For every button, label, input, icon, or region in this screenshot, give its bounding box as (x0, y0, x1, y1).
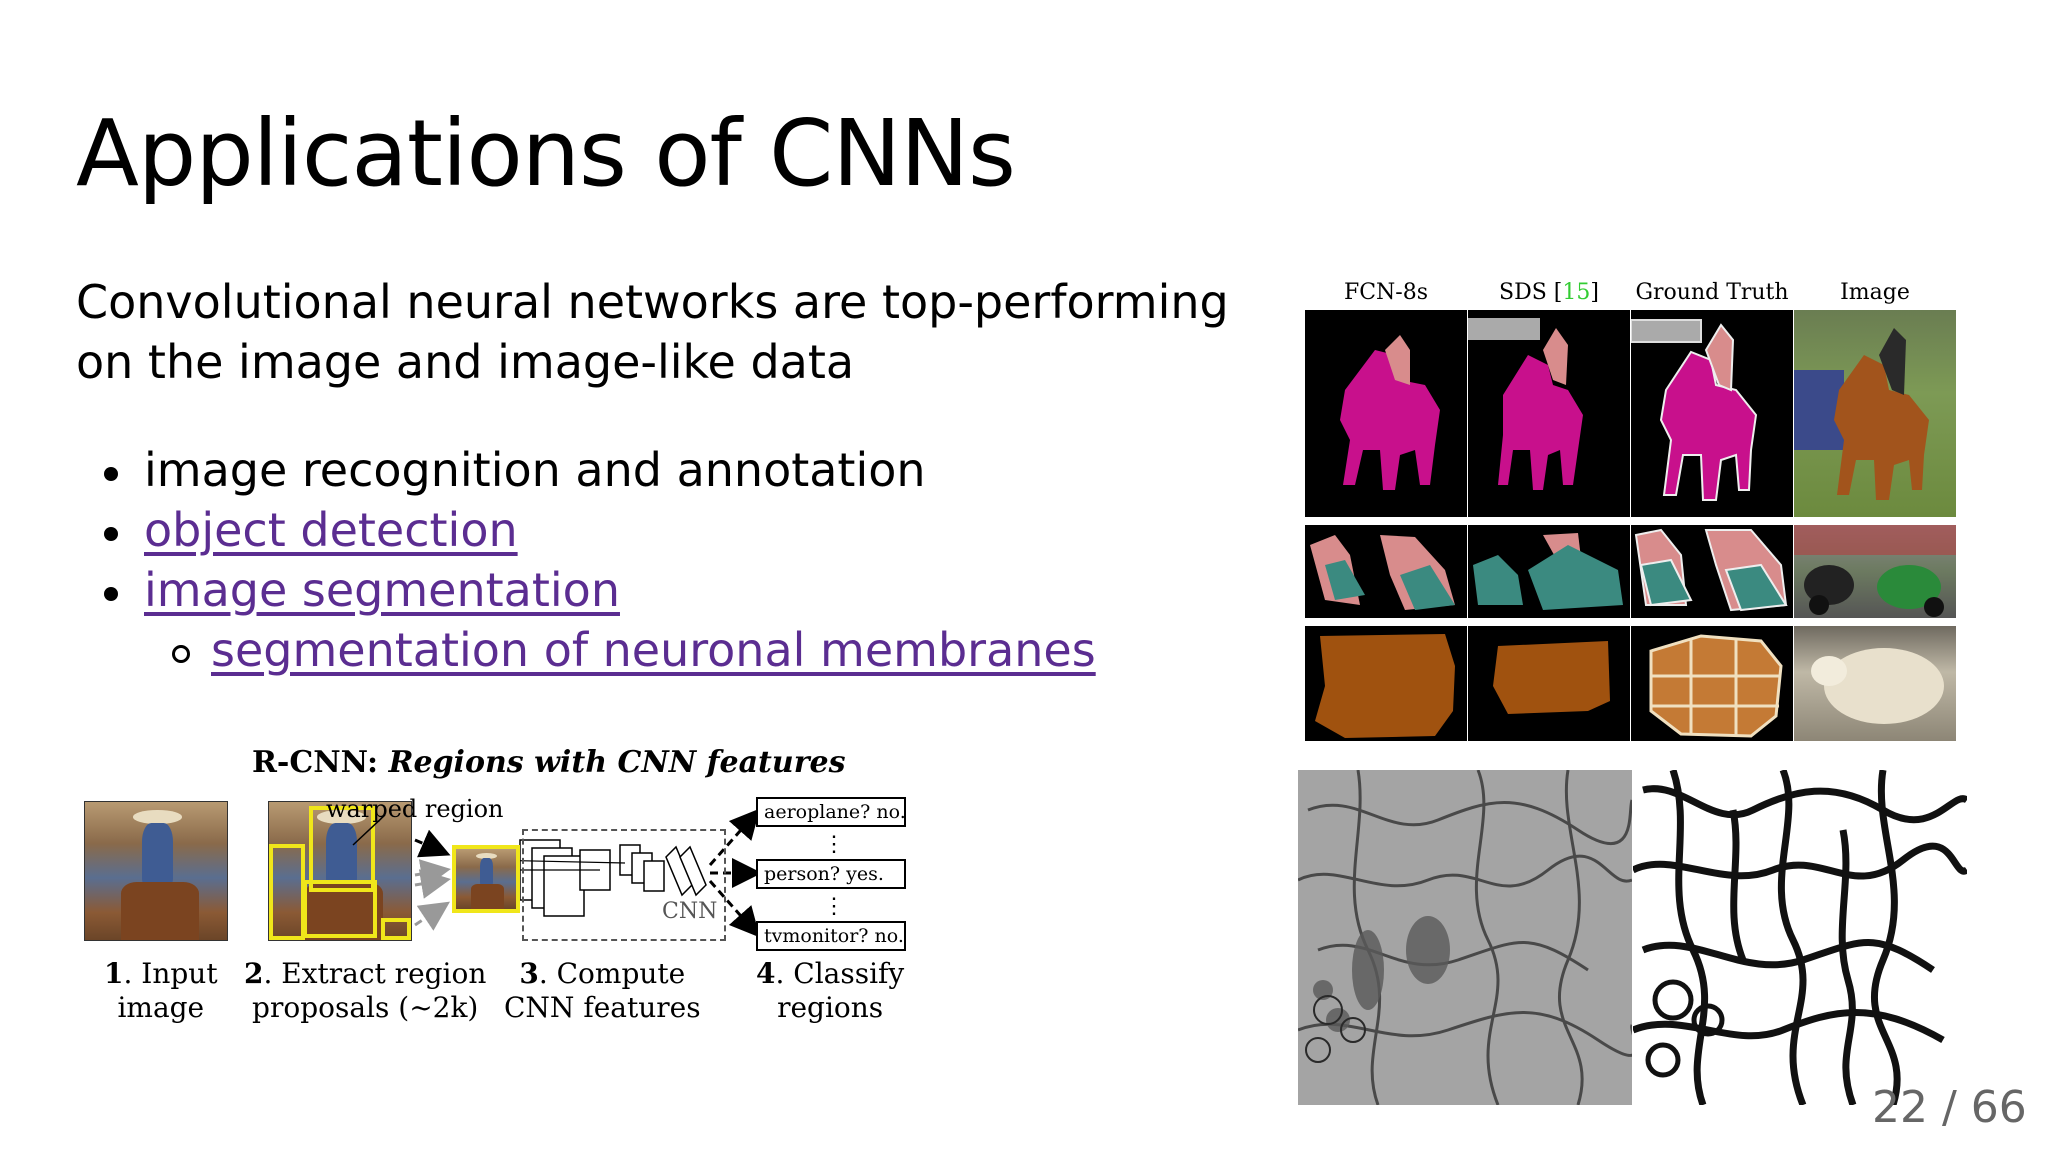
output-person: person? yes. (756, 859, 906, 889)
seg-mask (1340, 335, 1440, 490)
photo-motorbikes (1794, 525, 1956, 618)
seg-mask (1649, 634, 1783, 738)
bullet-dot (104, 467, 118, 481)
link-object-detection[interactable]: object detection (144, 503, 518, 557)
segmentation-figure: FCN-8s SDS [15] Ground Truth Image (1305, 280, 1957, 750)
seg-fcn-motorbike (1305, 525, 1467, 618)
output-tvmonitor: tvmonitor? no. (756, 921, 906, 951)
input-image (84, 801, 228, 941)
photo-sheep (1794, 626, 1956, 741)
bullet-dot (104, 587, 118, 601)
rcnn-figure: R-CNN: Regions with CNN features warped … (80, 745, 920, 1035)
bullet-text-image-recognition: image recognition and annotation (144, 443, 926, 497)
seg-sds-horse (1468, 310, 1630, 517)
seg-sds-sheep (1468, 626, 1630, 741)
header-fcn: FCN-8s (1343, 280, 1429, 305)
region-proposal-box (309, 806, 375, 892)
warped-region-image (452, 845, 520, 913)
seg-mask (1493, 641, 1610, 714)
seg-mask (1631, 319, 1758, 501)
link-neuronal-membranes[interactable]: segmentation of neuronal membranes (211, 623, 1096, 677)
seg-mask (1468, 318, 1583, 490)
rcnn-title-italic: Regions with CNN features (388, 745, 846, 780)
seg-fcn-horse (1305, 310, 1467, 517)
membrane-map (1633, 770, 1967, 1105)
seg-fcn-sheep (1305, 626, 1467, 741)
proposal-image (268, 801, 412, 941)
output-aeroplane: aeroplane? no. (756, 797, 906, 827)
photo-horse-rider (1794, 310, 1956, 517)
header-image: Image (1840, 280, 1910, 305)
em-membrane-segmentation (1633, 770, 1967, 1105)
cnn-label: CNN (662, 899, 718, 924)
slide-title: Applications of CNNs (76, 100, 1016, 207)
rcnn-arrows (352, 808, 762, 938)
output-ellipsis: ⋮ (823, 832, 845, 857)
rcnn-title-bold: R-CNN: (252, 745, 379, 780)
em-texture (1298, 770, 1632, 1105)
link-image-segmentation[interactable]: image segmentation (144, 563, 620, 617)
region-proposal-box (381, 918, 411, 940)
intro-paragraph: Convolutional neural networks are top-pe… (76, 275, 1229, 389)
seg-gt-sheep (1631, 626, 1793, 741)
seg-gt-motorbike (1631, 525, 1793, 618)
cnn-box (522, 829, 726, 941)
seg-mask (1310, 535, 1455, 610)
em-raw-image (1298, 770, 1632, 1105)
sub-bullet-circle (172, 645, 190, 663)
region-proposal-box (303, 880, 377, 938)
seg-mask (1473, 533, 1623, 610)
seg-sds-motorbike (1468, 525, 1630, 618)
page-number: 22 / 66 (1872, 1082, 2027, 1133)
warped-region-label: warped region (326, 795, 504, 823)
seg-gt-horse (1631, 310, 1793, 517)
photo-content (1794, 525, 1956, 617)
header-ground-truth: Ground Truth (1635, 280, 1789, 305)
output-ellipsis: ⋮ (823, 894, 845, 919)
photo-content (1794, 328, 1929, 500)
seg-mask (1634, 528, 1788, 612)
header-sds: SDS [15] (1499, 280, 1599, 305)
photo-content (1811, 648, 1944, 724)
rcnn-title: R-CNN: Regions with CNN features (252, 745, 846, 780)
seg-mask (1315, 634, 1455, 738)
bullet-dot (104, 527, 118, 541)
